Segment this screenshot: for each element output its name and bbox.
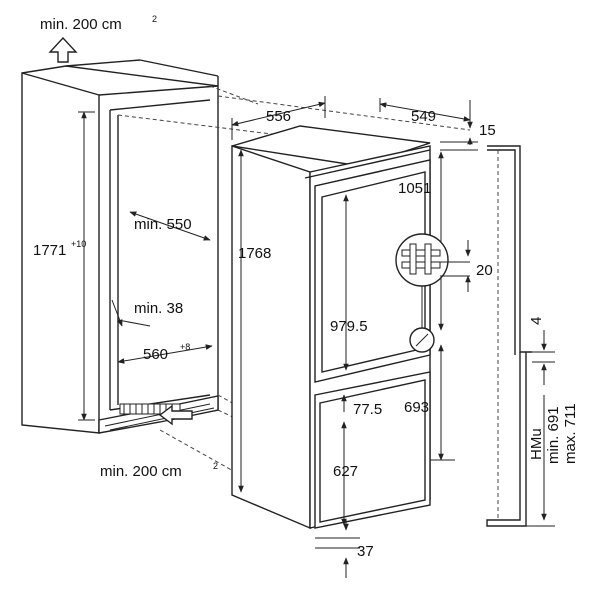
niche-height-sup: +10 [71,239,86,249]
hinge-step-label: 4 [528,317,545,325]
appliance-height-label: 1768 [238,245,271,262]
right-dimensions [430,100,478,461]
bottom-dimension [315,520,360,578]
top-offset-label: 15 [479,122,496,139]
door-split-label: 979.5 [330,318,368,335]
upper-door-label: 1051 [398,180,431,197]
hinge-gap-label: 20 [476,262,493,279]
hmu-label: HMu [528,428,545,460]
vent-up-arrow [48,36,78,63]
niche-height-label: 1771 [33,242,66,259]
side-gap-label: min. 38 [134,300,183,317]
lower-fixing-label: 693 [404,399,429,416]
width-arrow [117,344,213,364]
niche-depth-label: min. 550 [134,216,192,233]
gap-arrow [111,299,123,327]
appliance-depth-label: 549 [411,108,436,125]
hinge-detail [395,233,470,353]
mounting-rail [486,145,555,527]
lower-door-label: 627 [333,463,358,480]
lower-door [314,371,431,529]
niche-cabinet [21,59,219,434]
niche-width-label: 560 [143,346,168,363]
niche-height-dimension [78,111,95,421]
bottom-offset-label: 37 [357,543,374,560]
appliance-width-label: 556 [266,108,291,125]
gap-line [117,319,151,327]
niche-width-sup: +8 [180,342,190,352]
vent-bottom-sup: 2 [213,461,218,471]
vent-top-sup: 2 [152,14,157,24]
hmu-min-label: min. 691 [545,406,562,464]
lower-offset-label: 77.5 [353,401,382,418]
vent-top-label: min. 200 cm [40,16,122,33]
vent-bottom-label: min. 200 cm [100,463,182,480]
width-depth-dimensions [231,96,471,140]
vent-in-arrow [158,404,193,426]
hmu-max-label: max. 711 [562,403,579,464]
depth-arrow [129,211,211,241]
